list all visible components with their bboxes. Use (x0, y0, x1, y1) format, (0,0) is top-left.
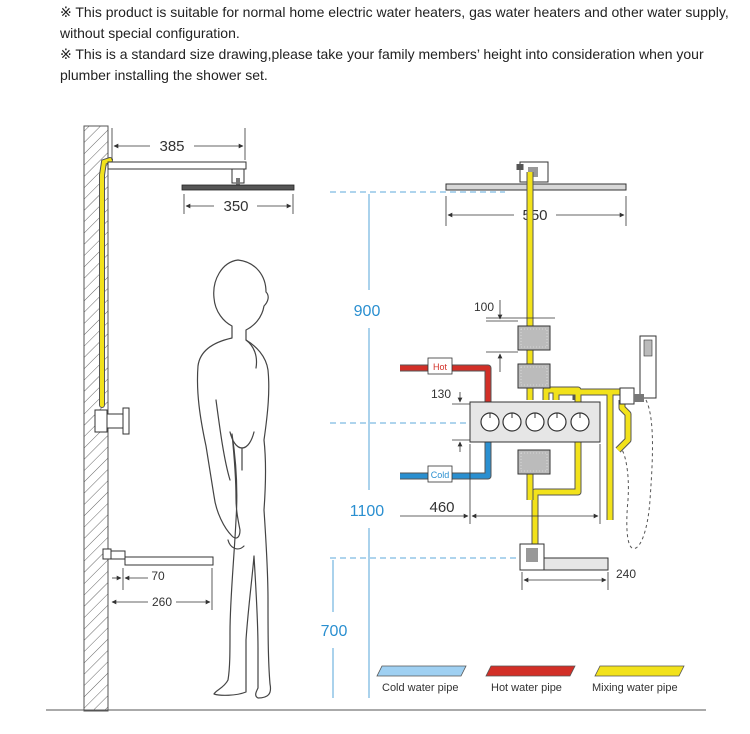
hot-swatch (485, 665, 576, 677)
rain-head-front (445, 183, 627, 191)
mixing-pipe-side (100, 158, 112, 407)
height-valve: 1100 (350, 503, 385, 520)
legend: Cold water pipe Hot water pipe Mixing wa… (376, 665, 685, 694)
cold-tag: Cold (431, 470, 450, 480)
legend-label-mixing: Mixing water pipe (592, 682, 678, 694)
dim-jet-spacing: 100 (474, 300, 494, 314)
dim-head-width-front: 550 (522, 207, 547, 224)
shower-arm (107, 161, 247, 170)
rain-head-side (181, 184, 295, 191)
legend-item-hot: Hot water pipe (485, 665, 576, 694)
hot-tag: Hot (433, 362, 448, 372)
tub-spout-side (124, 556, 214, 566)
dim-arm-length: 385 (159, 138, 184, 155)
side-view: 385 350 70 260 (83, 125, 295, 712)
mixing-pipes-front (527, 172, 624, 548)
hose (621, 399, 653, 549)
front-view: 900 1100 700 550 (321, 161, 657, 698)
legend-item-cold: Cold water pipe (376, 665, 467, 694)
human-figure (196, 259, 272, 699)
note-standard-size: ※ This is a standard size drawing,please… (60, 46, 704, 83)
dim-valve-offset: 130 (431, 387, 451, 401)
valve-knobs (480, 412, 590, 432)
cold-swatch (376, 665, 467, 677)
hand-shower (619, 335, 657, 549)
legend-item-mixing: Mixing water pipe (592, 665, 685, 694)
legend-label-hot: Hot water pipe (491, 682, 562, 694)
dim-spout-length-side: 260 (152, 595, 172, 609)
dim-spout-length-front: 240 (616, 567, 636, 581)
valve-side (94, 409, 108, 433)
dim-head-width-side: 350 (223, 198, 248, 215)
mixing-swatch (594, 665, 685, 677)
legend-label-cold: Cold water pipe (382, 682, 458, 694)
dim-spout-depth: 70 (151, 569, 165, 583)
body-jets (517, 325, 551, 475)
note-heater-compatibility: ※ This product is suitable for normal ho… (60, 4, 729, 41)
installation-notes: ※ This product is suitable for normal ho… (60, 2, 740, 86)
height-spout: 700 (321, 623, 348, 640)
dim-valve-width: 460 (429, 499, 454, 516)
height-rain-head: 900 (354, 303, 381, 320)
